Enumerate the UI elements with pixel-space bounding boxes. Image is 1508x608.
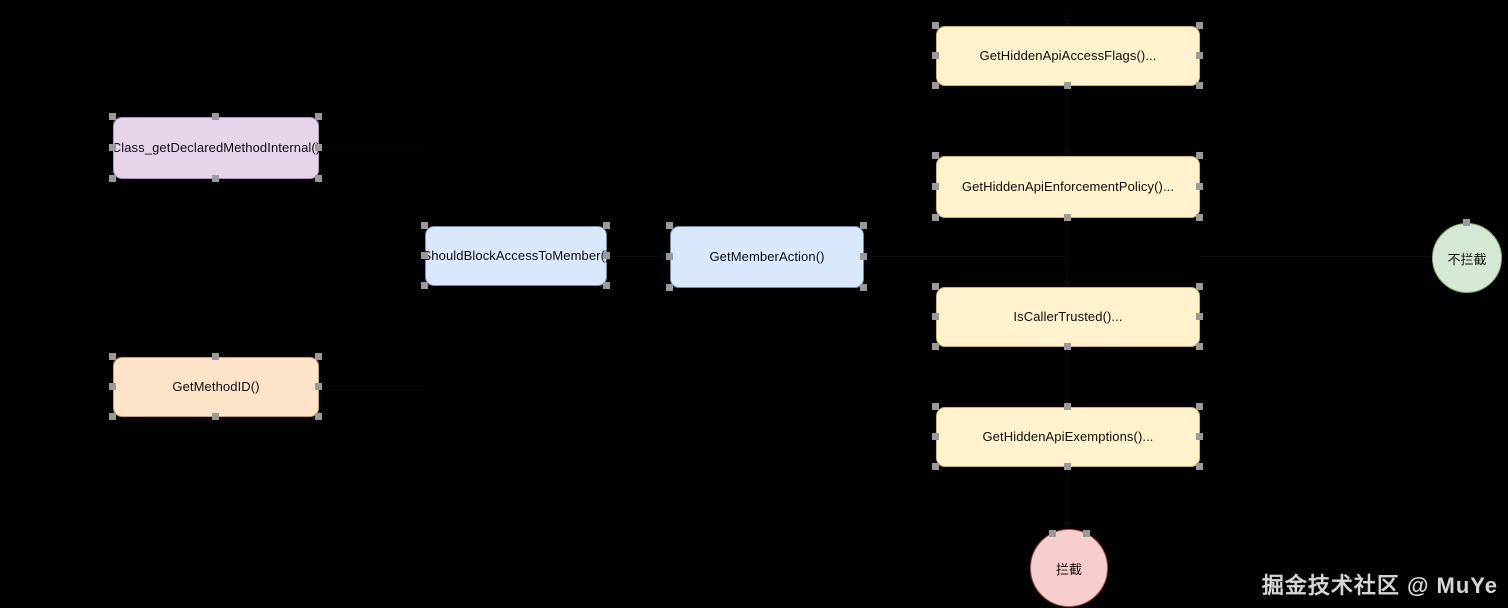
arrowhead-into-no-intercept-circle xyxy=(1463,216,1471,223)
edge-class-to-shouldblock xyxy=(319,147,425,148)
circle-no-intercept[interactable]: 不拦截 xyxy=(1432,223,1502,293)
arrowhead-into-enforcement-policy xyxy=(1063,149,1071,156)
node-label: IsCallerTrusted()... xyxy=(1013,308,1123,324)
edge-getmemberaction-to-flags xyxy=(864,256,1068,257)
node-get-hidden-api-access-flags[interactable]: GetHiddenApiAccessFlags()... xyxy=(936,26,1200,86)
arrowhead-into-intercept-circle xyxy=(1063,522,1071,529)
node-label: GetMemberAction() xyxy=(709,248,825,264)
node-get-hidden-api-exemptions[interactable]: GetHiddenApiExemptions()... xyxy=(936,407,1200,467)
node-get-member-action[interactable]: GetMemberAction() xyxy=(670,226,864,288)
watermark: 掘金技术社区 @ MuYe xyxy=(1261,573,1498,598)
node-label: ShouldBlockAccessToMember() xyxy=(422,247,610,263)
circle-intercept[interactable]: 拦截 xyxy=(1030,529,1108,607)
arrowhead-into-getmemberaction-node xyxy=(663,252,670,260)
circle-label: 不拦截 xyxy=(1447,251,1487,267)
node-label: Class_getDeclaredMethodInternal() xyxy=(111,139,321,155)
node-class-get-declared-method-internal[interactable]: Class_getDeclaredMethodInternal() xyxy=(111,117,321,179)
arrowhead-into-is-caller-trusted xyxy=(1063,280,1071,287)
circle-label: 拦截 xyxy=(1055,561,1082,577)
edge-shouldblock-to-getmemberaction xyxy=(607,256,670,257)
edge-flags-to-nointercept xyxy=(1200,256,1432,257)
node-label: GetHiddenApiAccessFlags()... xyxy=(979,47,1157,63)
node-get-method-id[interactable]: GetMethodID() xyxy=(113,357,319,417)
node-is-caller-trusted[interactable]: IsCallerTrusted()... xyxy=(936,287,1200,347)
node-should-block-access-to-member[interactable]: ShouldBlockAccessToMember() xyxy=(422,226,610,286)
node-get-hidden-api-enforcement-policy[interactable]: GetHiddenApiEnforcementPolicy()... xyxy=(936,156,1200,218)
arrowhead-into-exemptions xyxy=(1063,400,1071,407)
arrowhead-into-access-flags xyxy=(1063,19,1071,26)
edge-getmethodid-to-shouldblock xyxy=(319,386,425,387)
node-label: GetHiddenApiExemptions()... xyxy=(982,428,1154,444)
node-label: GetHiddenApiEnforcementPolicy()... xyxy=(961,178,1175,194)
node-label: GetMethodID() xyxy=(172,378,260,394)
